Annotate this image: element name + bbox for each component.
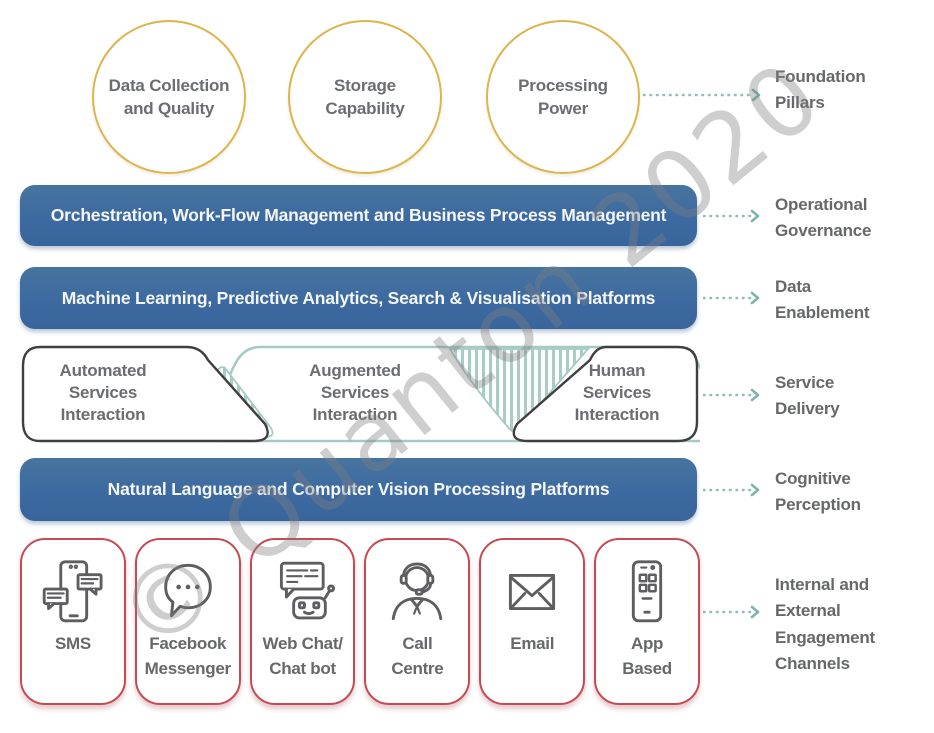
bar-label: Orchestration, Work-Flow Management and … <box>50 205 667 225</box>
side-label-foundation-pillars: Foundation Pillars <box>775 67 866 113</box>
channel-card-email: Email <box>479 538 586 705</box>
call-centre-icon <box>392 562 443 621</box>
bar-label: Natural Language and Computer Vision Pro… <box>107 479 610 499</box>
pillar-label: Storage Capability <box>325 75 405 118</box>
pillar-circle-data-collection: Data Collection and Quality <box>92 20 246 174</box>
channel-label: Email <box>510 634 555 653</box>
pillar-circle-processing: Processing Power <box>486 20 640 174</box>
side-label-operational-governance: Operational Governance <box>775 195 872 241</box>
channel-card-sms: SMS <box>20 538 126 705</box>
channel-label: Facebook Messenger <box>144 634 231 678</box>
human-shape <box>512 345 699 443</box>
bar-natural-language: Natural Language and Computer Vision Pro… <box>20 458 697 521</box>
dotted-arrow-icon <box>702 483 765 497</box>
pillar-label: Processing Power <box>518 75 608 118</box>
sms-icon <box>42 560 103 623</box>
engagement-channels-row: SMS Facebook Messenger <box>20 538 700 705</box>
dotted-arrow-icon <box>702 291 765 305</box>
channel-card-web-chat: Web Chat/ Chat bot <box>249 538 356 705</box>
pillar-circle-storage: Storage Capability <box>288 20 442 174</box>
automated-shape <box>21 345 269 443</box>
bar-label: Machine Learning, Predictive Analytics, … <box>61 287 656 308</box>
side-label-data-enablement: Data Enablement <box>775 277 870 323</box>
channel-card-app-based: App Based <box>594 538 700 705</box>
service-automated-label: Automated Services Interaction <box>59 361 147 425</box>
side-label-cognitive-perception: Cognitive Perception <box>775 469 861 515</box>
service-augmented-label: Augmented Services Interaction <box>309 361 401 425</box>
channel-label: SMS <box>54 634 91 653</box>
pillar-label: Data Collection and Quality <box>108 75 230 118</box>
side-label-service-delivery: Service Delivery <box>775 373 840 419</box>
side-label-engagement-channels: Internal and External Engagement Channel… <box>775 575 876 674</box>
service-human-label: Human Services Interaction <box>574 361 660 425</box>
app-based-icon <box>631 560 663 623</box>
channel-card-facebook-messenger: Facebook Messenger <box>134 538 241 705</box>
dotted-arrow-icon <box>642 88 766 102</box>
web-chat-bot-icon <box>279 561 335 620</box>
dotted-arrow-icon <box>702 388 765 402</box>
channel-card-call-centre: Call Centre <box>364 538 471 705</box>
channel-label: App Based <box>622 634 672 678</box>
channel-label: Call Centre <box>391 634 444 678</box>
facebook-messenger-icon <box>163 563 212 618</box>
service-band-shapes <box>21 345 700 443</box>
channel-label: Web Chat/ Chat bot <box>262 634 343 678</box>
dotted-arrow-icon <box>702 209 765 223</box>
bar-orchestration: Orchestration, Work-Flow Management and … <box>20 185 697 246</box>
dotted-arrow-icon <box>702 605 765 619</box>
bar-machine-learning: Machine Learning, Predictive Analytics, … <box>20 267 697 329</box>
email-icon <box>509 574 556 610</box>
